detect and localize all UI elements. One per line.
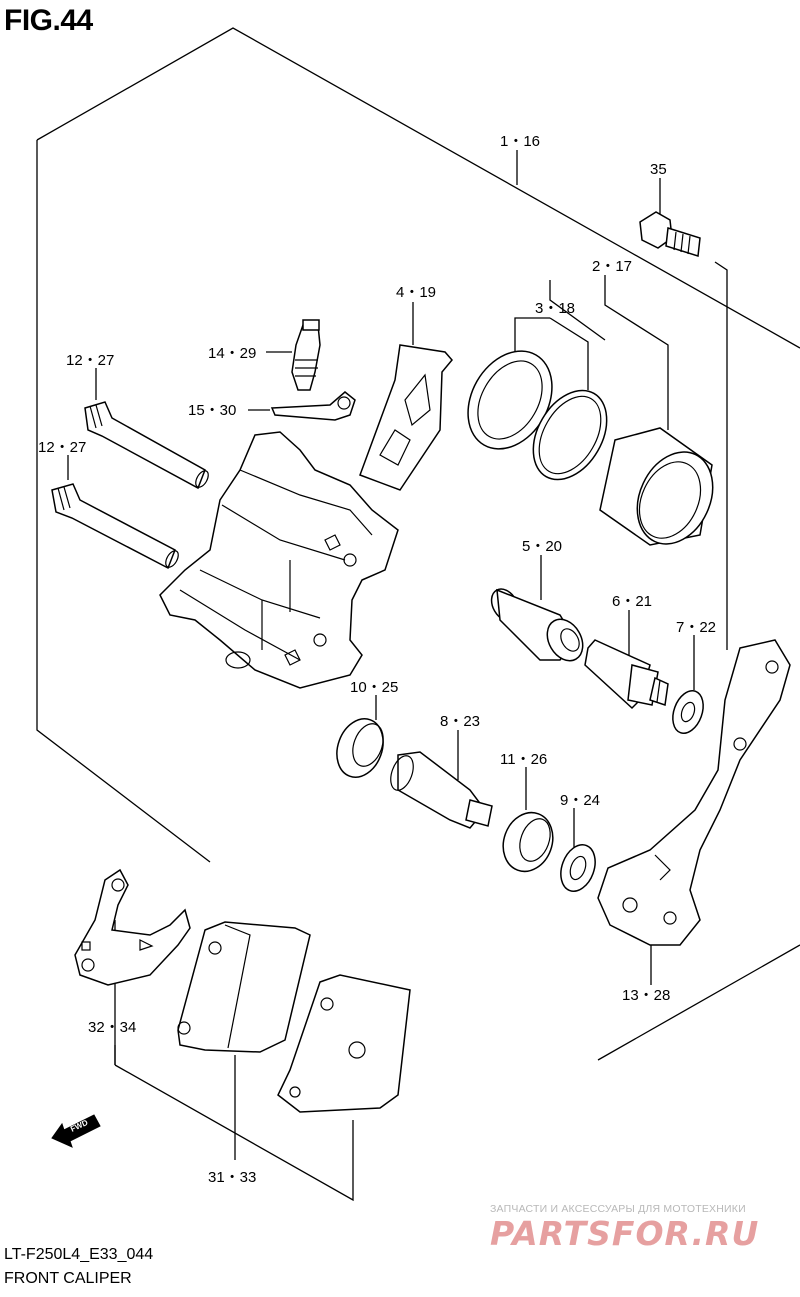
slide-pin-lower (51, 483, 179, 570)
callout-1: 1・16 (500, 133, 540, 150)
piston-seal (467, 350, 553, 450)
washer-upper (672, 690, 704, 734)
pad-spring (359, 344, 453, 491)
callout-31: 31・33 (208, 1169, 256, 1186)
callout-12-upper: 12・27 (66, 352, 114, 369)
fwd-direction-arrow: FWD (51, 1114, 101, 1148)
callout-6: 6・21 (612, 593, 652, 610)
watermark-logo: PARTSFOR.RU (490, 1214, 760, 1253)
caliper-bracket (597, 639, 791, 946)
piston (599, 427, 714, 546)
figure-code: LT-F250L4_E33_044 (4, 1246, 154, 1263)
callout-15: 15・30 (188, 402, 236, 419)
leader-lines (67, 150, 695, 1160)
callout-labels: 1・16 35 2・17 3・18 4・19 14・29 15・30 12・27… (38, 133, 716, 1186)
sleeve (490, 588, 584, 662)
callout-3: 3・18 (535, 300, 575, 317)
assembly-outline (36, 27, 800, 349)
figure-title: FIG.44 (4, 4, 93, 37)
callout-12-lower: 12・27 (38, 439, 86, 456)
watermark-tagline: ЗАПЧАСТИ И АКСЕССУАРЫ ДЛЯ МОТОТЕХНИКИ (490, 1203, 746, 1215)
brake-pad-outer (177, 921, 311, 1053)
slide-sleeve (390, 751, 493, 829)
callout-35: 35 (650, 161, 667, 178)
bolt-35 (639, 211, 701, 257)
caliper-body (159, 431, 399, 689)
washer-lower (560, 844, 596, 892)
figure-name: FRONT CALIPER (4, 1270, 132, 1287)
bleeder-cap (270, 391, 356, 421)
pin-bolt (584, 639, 669, 710)
callout-5: 5・20 (522, 538, 562, 555)
callout-13: 13・28 (622, 987, 670, 1004)
dust-seal (532, 389, 608, 481)
boot (336, 718, 384, 778)
boot-lower (502, 811, 554, 873)
callout-4: 4・19 (396, 284, 436, 301)
brake-pad-inner (277, 974, 411, 1113)
callout-7: 7・22 (676, 619, 716, 636)
callout-8: 8・23 (440, 713, 480, 730)
callout-10: 10・25 (350, 679, 398, 696)
slide-pin-upper (84, 401, 209, 490)
bleeder-valve (291, 319, 321, 391)
callout-2: 2・17 (592, 258, 632, 275)
callout-11: 11・26 (500, 751, 547, 768)
callout-32: 32・34 (88, 1019, 136, 1036)
pad-shim (74, 868, 191, 986)
callout-9: 9・24 (560, 792, 600, 809)
callout-14: 14・29 (208, 345, 256, 362)
